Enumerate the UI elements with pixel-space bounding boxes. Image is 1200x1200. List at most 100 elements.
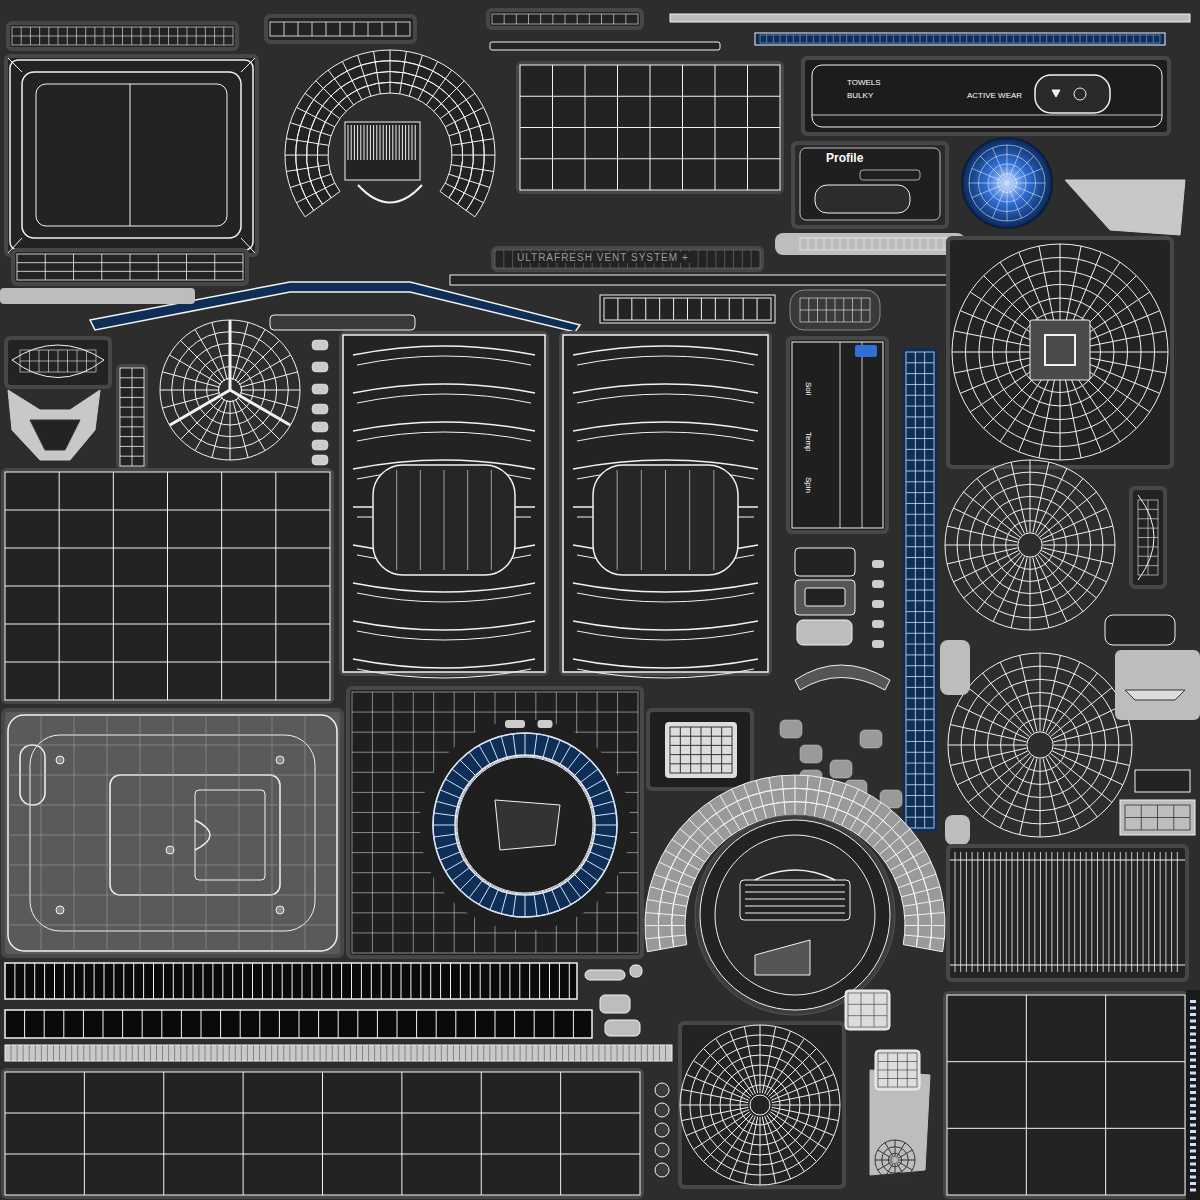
strip-line [357,1010,358,1038]
arc-spoke [390,50,391,93]
grid-line [913,35,914,43]
grid-line [17,271,243,272]
grid-line [906,492,934,493]
thin-strip [450,275,950,285]
grid-line [120,387,144,388]
grating-line [1103,852,1104,972]
grating-line [1006,852,1007,972]
wire-spoke [1038,555,1083,611]
arc-spoke [744,784,758,822]
grid-line [786,35,787,43]
grid-line [808,238,809,250]
logo-plate [1030,320,1090,380]
grid-line [1060,35,1061,43]
island-padding [1129,486,1167,589]
edge-dot [1190,1189,1196,1192]
small-part [585,970,625,980]
edge-dot [1190,1169,1196,1172]
wire-grid [947,995,1185,1195]
part-outline [755,870,835,880]
thin-strip [270,315,415,330]
curved-band [357,432,531,441]
grid-line [1000,35,1001,43]
island-padding [801,56,1171,136]
strip-line [132,1045,133,1061]
wire-edge [950,860,1185,861]
arc-spoke [756,780,766,819]
grating-line [989,852,990,972]
wire-grid [5,472,330,700]
grid-line [1026,35,1027,43]
strip-line [562,1045,563,1061]
wire-edge [713,470,714,570]
wire-grid [492,14,638,24]
small-button [312,404,328,414]
strip-line [470,963,471,999]
island-padding [516,61,784,194]
small-part [630,965,642,977]
door-ground [420,720,630,930]
small-button [312,455,328,465]
curved-band [577,432,754,441]
small-button [312,422,328,432]
grid-line [687,298,688,320]
strip-line [477,1045,478,1061]
strip-line [299,1010,300,1038]
island-padding [116,364,148,470]
panel-outline [563,335,768,672]
strip-line [647,1045,648,1061]
curved-band [353,422,535,431]
grid-line [906,416,934,417]
wire-spoke [980,187,1003,210]
strip-line [212,963,213,999]
grid-line [860,35,861,43]
grid-line [906,546,934,547]
part-outline [1125,690,1185,700]
arc-spoke [646,935,686,939]
grating-line [1154,852,1155,972]
grid-line [5,1113,640,1114]
wire-ring [948,653,1132,837]
wire-ring [945,460,1115,630]
part-label: BULKY [845,92,875,101]
grating-line [1057,852,1058,972]
curved-band [577,356,754,365]
grid-line [659,298,660,320]
small-nut [655,1163,669,1177]
grid-line [766,35,767,43]
strip-line [181,1010,182,1038]
grid-line [670,736,732,737]
grating-line [1086,852,1087,972]
grid-line [757,298,758,320]
strip-line [574,1045,575,1061]
strip-line [301,1045,302,1061]
strip-line [520,1045,521,1061]
grid-line [1146,35,1147,43]
grid-line [528,14,529,24]
strip-line [392,1045,393,1061]
arc-spoke [850,795,870,830]
strip-line [24,1010,25,1038]
grid-line [340,22,341,36]
grid-line [73,254,74,280]
wire-spoke [760,1025,761,1093]
grid-line [906,687,934,688]
panel-outline [22,72,241,238]
grid-line [873,35,874,43]
uv-island [343,335,545,672]
strip-line [490,963,491,999]
grid-line [906,460,934,461]
strip-line [71,1045,72,1061]
uv-island [5,472,330,700]
grid-line [813,35,814,43]
wire-spoke [972,185,1002,197]
grey-island [0,288,195,304]
screw-hole [166,846,174,854]
grid-line [780,35,781,43]
arc-spoke [426,70,451,105]
grid-line [690,727,691,773]
wire-spoke [885,1143,894,1158]
arc-spoke [654,874,692,888]
wire-spoke [241,390,301,391]
